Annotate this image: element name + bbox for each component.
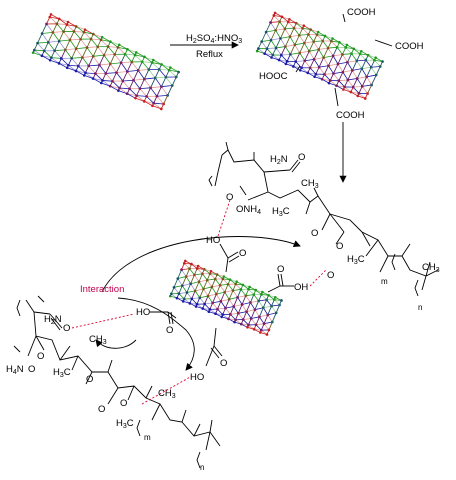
onh4-upper: ONH4 (236, 204, 261, 216)
o-ring-upper-2: O (336, 241, 343, 252)
m-upper: m (381, 277, 388, 286)
o-amide-upper: O (298, 152, 305, 163)
n-lower: n (200, 463, 204, 472)
ch3-lower-1: CH3 (89, 334, 107, 346)
pristine-nanotube (31, 13, 180, 111)
center-tube-carboxyls: HO O OH O HO O O HO (136, 235, 308, 383)
oxidized-tube-carboxyls: COOH COOH HOOC COOH (259, 7, 424, 121)
m-lower: m (144, 433, 151, 442)
polymer-lower-left: H2N O CH3 O H4N O H3C O O O CH3 H3C m n (6, 295, 221, 472)
o-top-carbonyl: O (239, 248, 246, 259)
cooh-right: COOH (395, 41, 424, 52)
o-right-carbonyl: O (277, 264, 284, 275)
ho-bottom-label: HO (190, 372, 204, 383)
o-amide-lower: O (63, 323, 70, 334)
h3c-upper-1: H3C (272, 206, 290, 218)
reagent-reflux-label: Reflux (196, 49, 223, 60)
h4n-lower: H4N (6, 364, 24, 376)
ho-left-label: HO (136, 307, 150, 318)
o-ester-lower: O (37, 351, 44, 362)
o-left-carbonyl: O (166, 325, 173, 336)
oxidized-nanotube (255, 11, 384, 100)
cooh-bottom: COOH (336, 110, 365, 121)
hydrogen-bonds (71, 199, 327, 405)
ho-top-label: HO (206, 235, 220, 246)
ch3-upper-2: CH3 (422, 262, 440, 274)
polymer-upper-right: H2N O CH3 O ONH4 H3C O O O H3C CH3 m n (208, 141, 440, 312)
o-bottom-carbonyl: O (220, 358, 227, 369)
o-ring-lower-2: O (98, 404, 105, 415)
o-ring-upper-1: O (311, 228, 318, 239)
reagent-acid-label: H2SO4:HNO3 (186, 33, 242, 45)
h3c-lower-2: H3C (116, 418, 134, 430)
h3c-upper-2: H3C (347, 254, 365, 266)
interaction-arrows: Interaction (80, 236, 301, 371)
o-ester-upper: O (226, 192, 233, 203)
o-ring-lower-3: O (120, 398, 127, 409)
h2n-lower: H2N (44, 314, 62, 326)
o-ring-lower-1: O (86, 374, 93, 385)
h3c-lower-1: H3C (53, 367, 71, 379)
o-ring-upper-3: O (327, 270, 334, 281)
center-nanotube (168, 259, 283, 336)
ch3-upper-1: CH3 (301, 178, 319, 190)
oxidation-arrow: H2SO4:HNO3 Reflux (170, 33, 242, 60)
interaction-label: Interaction (80, 284, 124, 295)
n-upper: n (418, 303, 422, 312)
h2n-upper: H2N (270, 154, 288, 166)
o-lower-nh4: O (28, 364, 35, 375)
hooc-left: HOOC (259, 71, 288, 82)
oh-right-label: OH (294, 282, 308, 293)
ch3-lower-2: CH3 (158, 388, 176, 400)
cooh-top: COOH (347, 7, 376, 18)
